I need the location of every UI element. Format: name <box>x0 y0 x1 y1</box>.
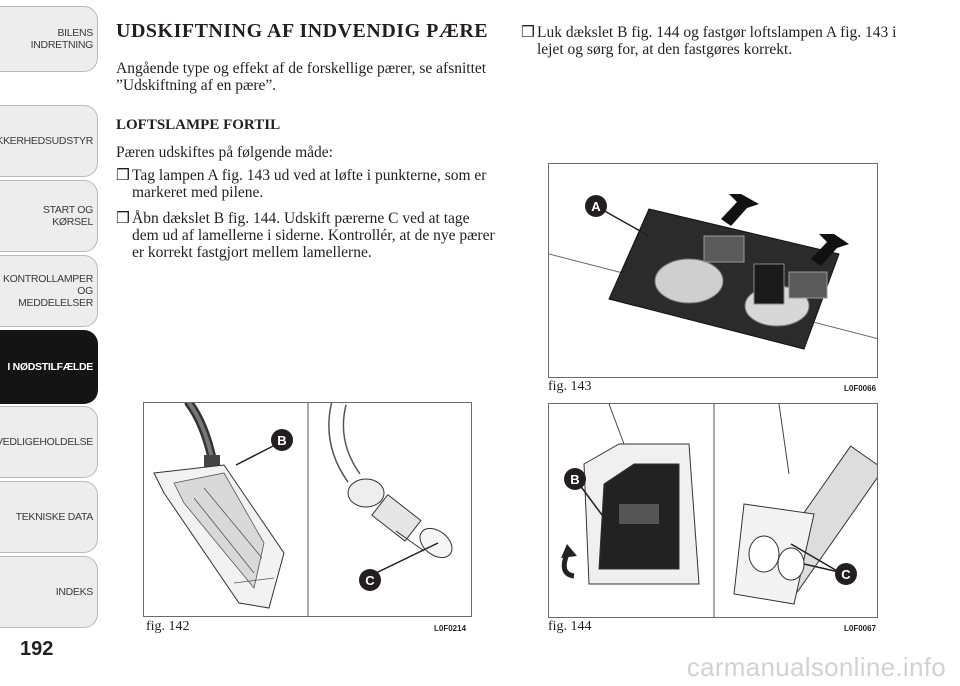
step-1: ❒ Tag lampen A fig. 143 ud ved at løfte … <box>116 167 498 201</box>
subheading: LOFTSLAMPE FORTIL <box>116 117 281 133</box>
sidebar-tab-tekniske-data[interactable]: TEKNISKE DATA <box>0 481 98 553</box>
figure-142: B C <box>143 402 472 617</box>
label-c-marker <box>359 569 381 591</box>
watermark: carmanualsonline.info <box>686 652 946 682</box>
fig-143-code: L0F0066 <box>844 384 877 393</box>
bullet-marker: ❒ <box>116 167 130 184</box>
sidebar-tab-start-og-korsel[interactable]: START OG KØRSEL <box>0 180 98 252</box>
step-3: ❒ Luk dækslet B fig. 144 og fastgør loft… <box>521 24 913 58</box>
label-b: B <box>277 433 286 448</box>
steps-intro: Pæren udskiftes på følgende måde: <box>116 144 333 161</box>
lamp-cover-illustration: B C <box>561 404 877 617</box>
fig-144-code: L0F0067 <box>844 624 877 633</box>
intro-paragraph: Angående type og effekt af de forskellig… <box>116 60 487 94</box>
arrow-icon <box>811 234 849 266</box>
step-2: ❒ Åbn dækslet B fig. 144. Udskift pærern… <box>116 210 498 261</box>
step-3-text: Luk dækslet B fig. 144 og fastgør loftsl… <box>537 24 897 58</box>
label-a-marker <box>585 195 607 217</box>
arrow-icon <box>721 194 759 226</box>
figure-144: B C <box>548 403 878 618</box>
sidebar-tab-sikkerhedsudstyr[interactable]: SIKKERHEDSUDSTYR <box>0 105 98 177</box>
label-c: C <box>365 573 375 588</box>
sidebar-tab-kontrollamper[interactable]: KONTROLLAMPER OG MEDDELELSER <box>0 255 98 327</box>
sidebar-tab-bilens-indretning[interactable]: BILENS INDRETNING <box>0 6 98 72</box>
bulb-holder-illustration: B C <box>153 403 453 616</box>
step-2-text: Åbn dækslet B fig. 144. Udskift pærerne … <box>132 210 495 261</box>
sidebar-tab-i-nodstilfaelde[interactable]: I NØDSTILFÆLDE <box>0 330 98 404</box>
label-b: B <box>570 472 579 487</box>
fig-144-caption: fig. 144 <box>548 619 592 634</box>
fig-143-caption: fig. 143 <box>548 379 592 394</box>
label-b-marker <box>564 468 586 490</box>
label-c-marker <box>835 563 857 585</box>
label-a: A <box>591 199 601 214</box>
label-c: C <box>841 567 851 582</box>
label-b-marker <box>271 429 293 451</box>
figure-143: A <box>548 163 878 378</box>
fig-142-caption: fig. 142 <box>146 619 190 634</box>
sidebar-tab-indeks[interactable]: INDEKS <box>0 556 98 628</box>
bullet-marker: ❒ <box>116 210 130 227</box>
section-title: UDSKIFTNING AF INDVENDIG PÆRE <box>116 20 489 42</box>
sidebar-tab-vedligeholdelse[interactable]: VEDLIGEHOLDELSE <box>0 406 98 478</box>
ceiling-lamp-illustration: A <box>549 194 877 350</box>
page-number: 192 <box>20 638 54 660</box>
fig-142-code: L0F0214 <box>434 624 467 633</box>
step-1-text: Tag lampen A fig. 143 ud ved at løfte i … <box>132 167 487 201</box>
bullet-marker: ❒ <box>521 24 535 41</box>
arrow-icon <box>561 544 577 558</box>
